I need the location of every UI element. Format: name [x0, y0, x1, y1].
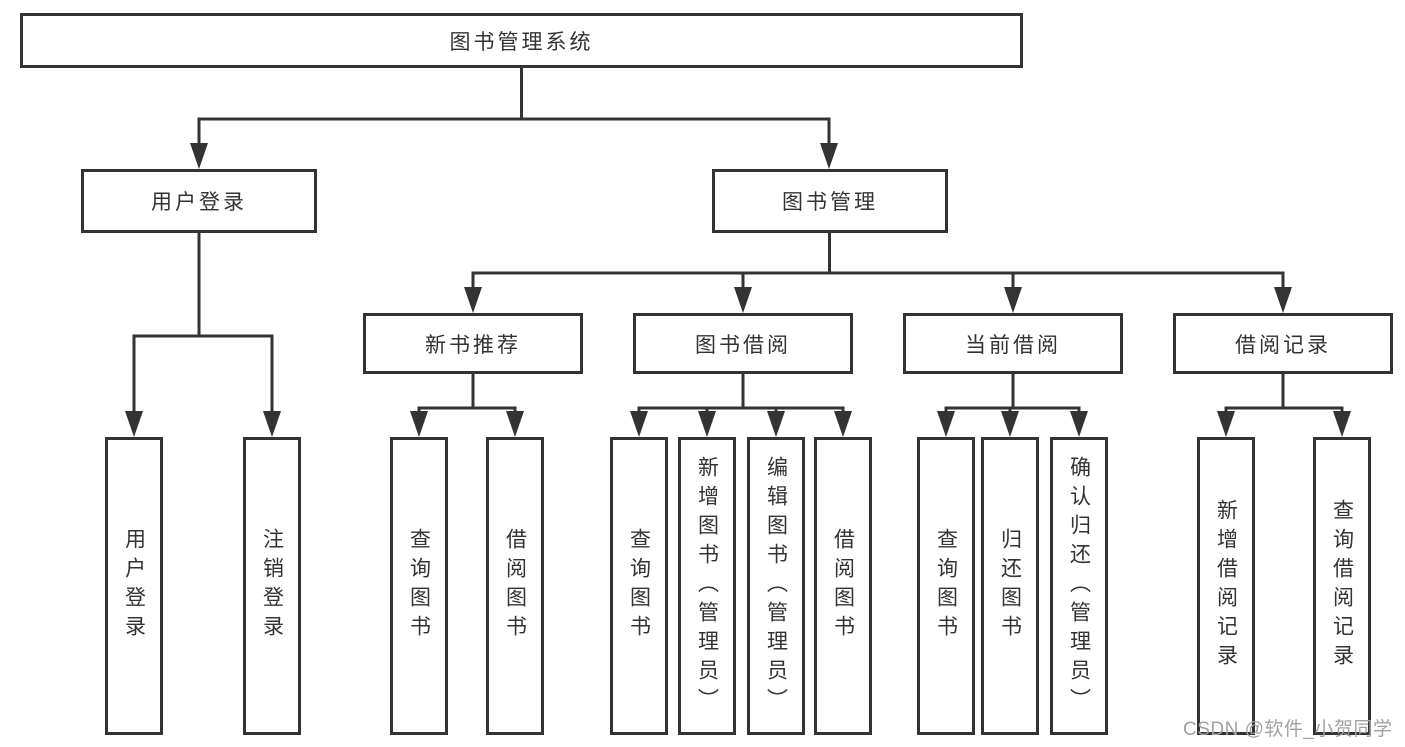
leaf-add-book-admin: 新增图书（管理员）	[678, 437, 736, 735]
leaf-query-book-2-label: 查询图书	[627, 528, 651, 644]
leaf-query-borrow-record: 查询借阅记录	[1313, 437, 1371, 735]
arrowheads-new-rec-children	[410, 411, 524, 437]
node-book-borrow: 图书借阅	[633, 313, 853, 374]
node-current-borrow-label: 当前借阅	[965, 333, 1061, 357]
leaf-add-record-label: 新增借阅记录	[1214, 499, 1238, 673]
leaf-query-book-under-book-borrow: 查询图书	[610, 437, 668, 735]
node-borrow-records: 借阅记录	[1173, 313, 1393, 374]
connector-new-rec-children	[417, 374, 517, 415]
leaf-logout-label: 注销登录	[260, 528, 284, 644]
node-book-mgmt-label: 图书管理	[782, 191, 878, 214]
node-borrow-records-label: 借阅记录	[1235, 333, 1331, 357]
node-current-borrow: 当前借阅	[903, 313, 1123, 374]
leaf-query-record-label: 查询借阅记录	[1330, 499, 1354, 673]
leaf-return-book-label: 归还图书	[998, 528, 1022, 644]
leaf-query-book-3-label: 查询图书	[934, 528, 958, 644]
leaf-confirm-return-label: 确认归还（管理员）	[1067, 455, 1091, 717]
node-new-book-rec: 新书推荐	[363, 313, 583, 374]
node-new-book-rec-label: 新书推荐	[425, 333, 521, 357]
leaf-edit-book-label: 编辑图书（管理员）	[764, 455, 788, 717]
arrowheads-book-mgmt-children	[464, 287, 1292, 313]
leaf-edit-book-admin: 编辑图书（管理员）	[747, 437, 805, 735]
leaf-borrow-book-under-book-borrow: 借阅图书	[814, 437, 872, 735]
leaf-return-book: 归还图书	[981, 437, 1039, 735]
leaf-borrow-book-under-new-rec: 借阅图书	[486, 437, 544, 735]
leaf-query-book-1-label: 查询图书	[407, 528, 431, 644]
leaf-borrow-book-1-label: 借阅图书	[503, 528, 527, 644]
arrowheads-book-borrow-children	[630, 411, 852, 437]
node-user-login-label: 用户登录	[151, 191, 247, 214]
arrowheads-borrow-records-children	[1217, 411, 1351, 437]
arrowheads-user-login-children	[125, 411, 281, 437]
leaf-confirm-return-admin: 确认归还（管理员）	[1050, 437, 1108, 735]
node-root: 图书管理系统	[20, 13, 1023, 68]
arrowheads-level1	[190, 143, 838, 169]
connector-user-login-children	[132, 233, 274, 415]
node-user-login: 用户登录	[81, 169, 317, 233]
leaf-add-borrow-record: 新增借阅记录	[1197, 437, 1255, 735]
leaf-add-book-label: 新增图书（管理员）	[695, 455, 719, 717]
connector-root-to-level1	[197, 68, 831, 148]
connector-current-borrow-children	[944, 374, 1081, 415]
node-book-mgmt: 图书管理	[712, 169, 948, 233]
connector-borrow-records-children	[1224, 374, 1344, 415]
leaf-user-login: 用户登录	[105, 437, 163, 735]
leaf-borrow-book-2-label: 借阅图书	[831, 528, 855, 644]
leaf-query-book-under-new-rec: 查询图书	[390, 437, 448, 735]
node-root-label: 图书管理系统	[449, 30, 594, 54]
node-book-borrow-label: 图书借阅	[695, 333, 791, 357]
leaf-user-login-label: 用户登录	[122, 528, 146, 644]
leaf-query-book-under-current: 查询图书	[917, 437, 975, 735]
csdn-watermark: CSDN @软件_小贺同学	[1183, 719, 1393, 740]
connector-book-borrow-children	[637, 374, 845, 415]
connector-book-mgmt-children	[471, 233, 1285, 291]
arrowheads-current-borrow-children	[937, 411, 1088, 437]
leaf-logout: 注销登录	[243, 437, 301, 735]
